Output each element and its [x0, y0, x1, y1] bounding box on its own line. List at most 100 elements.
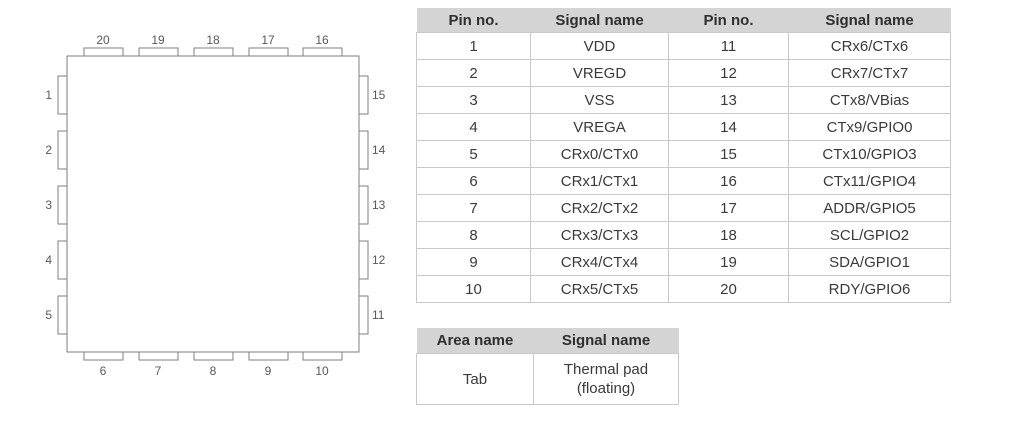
- chip-pinout-svg: 20 19 18 17 16 1 2 3 4 5 15 14 13 12 11 …: [45, 33, 386, 378]
- pin-17-label: 17: [261, 33, 275, 47]
- signal-name-cell: CRx0/CTx0: [530, 140, 669, 168]
- pin-10-label: 10: [315, 364, 329, 378]
- signal-name-cell: CTx10/GPIO3: [788, 140, 951, 168]
- pin-13-label: 13: [372, 198, 386, 212]
- table-row: 6 CRx1/CTx1 16 CTx11/GPIO4: [416, 167, 951, 195]
- pin-no-cell: 3: [416, 86, 531, 114]
- table-row: 10 CRx5/CTx5 20 RDY/GPIO6: [416, 275, 951, 303]
- pin-18-label: 18: [206, 33, 220, 47]
- pin-no-cell: 17: [668, 194, 789, 222]
- pin-no-cell: 12: [668, 59, 789, 87]
- pin-14-label: 14: [372, 143, 386, 157]
- pin-1-label: 1: [45, 88, 52, 102]
- pin-18-rect: [193, 47, 234, 57]
- pin-16-rect: [302, 47, 343, 57]
- pin-8-rect: [193, 351, 234, 361]
- signal-name-cell: SCL/GPIO2: [788, 221, 951, 249]
- pin-14-rect: [358, 130, 369, 170]
- pin-no-cell: 9: [416, 248, 531, 276]
- table-row: 2 VREGD 12 CRx7/CTx7: [416, 59, 951, 87]
- pin-3-label: 3: [45, 198, 52, 212]
- signal-name-cell: Thermal pad (floating): [533, 353, 679, 405]
- pin-no-header: Pin no.: [416, 8, 531, 33]
- pin-no-cell: 2: [416, 59, 531, 87]
- signal-name-cell: VREGA: [530, 113, 669, 141]
- pin-no-cell: 7: [416, 194, 531, 222]
- table-row: 7 CRx2/CTx2 17 ADDR/GPIO5: [416, 194, 951, 222]
- signal-name-cell: CTx8/VBias: [788, 86, 951, 114]
- table-row: 4 VREGA 14 CTx9/GPIO0: [416, 113, 951, 141]
- pin-12-label: 12: [372, 253, 386, 267]
- pin-no-cell: 18: [668, 221, 789, 249]
- pin-5-label: 5: [45, 308, 52, 322]
- area-table-header-row: Area name Signal name: [416, 328, 679, 354]
- pin-11-label: 11: [372, 308, 385, 322]
- table-row: 8 CRx3/CTx3 18 SCL/GPIO2: [416, 221, 951, 249]
- signal-name-cell: CRx1/CTx1: [530, 167, 669, 195]
- pin-19-label: 19: [151, 33, 165, 47]
- pin-assignment-table: Pin no. Signal name Pin no. Signal name …: [416, 8, 951, 303]
- chip-body: [66, 55, 360, 353]
- pin-5-rect: [57, 295, 68, 335]
- chip-pinout-diagram: 20 19 18 17 16 1 2 3 4 5 15 14 13 12 11 …: [0, 0, 410, 428]
- signal-name-cell: CRx6/CTx6: [788, 32, 951, 60]
- pin-no-cell: 15: [668, 140, 789, 168]
- signal-name-cell: CRx7/CTx7: [788, 59, 951, 87]
- area-table: Area name Signal name Tab Thermal pad (f…: [416, 328, 679, 405]
- pin-13-rect: [358, 185, 369, 225]
- pin-17-rect: [248, 47, 289, 57]
- signal-name-cell: CRx2/CTx2: [530, 194, 669, 222]
- signal-name-cell: CRx5/CTx5: [530, 275, 669, 303]
- pin-no-cell: 16: [668, 167, 789, 195]
- signal-name-header: Signal name: [533, 328, 679, 354]
- signal-name-cell: VREGD: [530, 59, 669, 87]
- signal-name-header: Signal name: [788, 8, 951, 33]
- table-row: Tab Thermal pad (floating): [416, 353, 679, 405]
- pin-2-label: 2: [45, 143, 52, 157]
- signal-name-cell: CTx9/GPIO0: [788, 113, 951, 141]
- pin-8-label: 8: [210, 364, 217, 378]
- signal-name-cell: SDA/GPIO1: [788, 248, 951, 276]
- pin-no-cell: 1: [416, 32, 531, 60]
- signal-name-cell: RDY/GPIO6: [788, 275, 951, 303]
- pin-no-cell: 5: [416, 140, 531, 168]
- pin-2-rect: [57, 130, 68, 170]
- table-row: 3 VSS 13 CTx8/VBias: [416, 86, 951, 114]
- table-row: 5 CRx0/CTx0 15 CTx10/GPIO3: [416, 140, 951, 168]
- signal-name-cell: VSS: [530, 86, 669, 114]
- signal-name-cell: CRx3/CTx3: [530, 221, 669, 249]
- pin-20-rect: [83, 47, 124, 57]
- pin-15-label: 15: [372, 88, 386, 102]
- pin-7-label: 7: [155, 364, 162, 378]
- pin-4-label: 4: [45, 253, 52, 267]
- pin-9-rect: [248, 351, 289, 361]
- pin-6-label: 6: [100, 364, 107, 378]
- pin-no-cell: 13: [668, 86, 789, 114]
- table-row: 9 CRx4/CTx4 19 SDA/GPIO1: [416, 248, 951, 276]
- pin-no-cell: 20: [668, 275, 789, 303]
- table-row: 1 VDD 11 CRx6/CTx6: [416, 32, 951, 60]
- pin-3-rect: [57, 185, 68, 225]
- pin-no-cell: 19: [668, 248, 789, 276]
- pin-no-cell: 6: [416, 167, 531, 195]
- signal-name-cell: ADDR/GPIO5: [788, 194, 951, 222]
- pin-16-label: 16: [315, 33, 329, 47]
- pin-no-cell: 11: [668, 32, 789, 60]
- pin-10-rect: [302, 351, 343, 361]
- pin-19-rect: [138, 47, 179, 57]
- pin-11-rect: [358, 295, 369, 335]
- area-name-cell: Tab: [416, 353, 534, 405]
- pin-no-cell: 4: [416, 113, 531, 141]
- pin-6-rect: [83, 351, 124, 361]
- pin-no-cell: 10: [416, 275, 531, 303]
- pin-1-rect: [57, 75, 68, 115]
- pin-20-label: 20: [96, 33, 110, 47]
- area-name-header: Area name: [416, 328, 534, 354]
- pin-7-rect: [138, 351, 179, 361]
- pin-no-cell: 8: [416, 221, 531, 249]
- pin-12-rect: [358, 240, 369, 280]
- signal-name-cell: VDD: [530, 32, 669, 60]
- signal-name-header: Signal name: [530, 8, 669, 33]
- pin-no-cell: 14: [668, 113, 789, 141]
